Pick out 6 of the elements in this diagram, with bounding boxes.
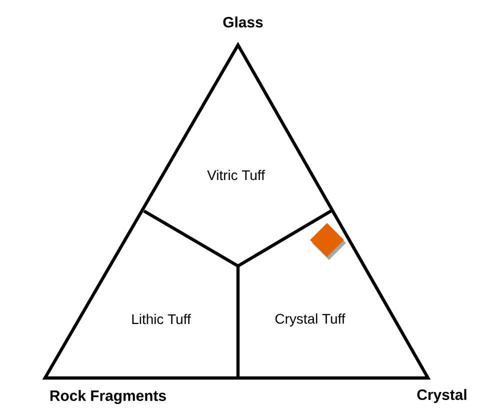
vertex-label: Crystal	[417, 389, 466, 403]
vertex-label: Glass	[223, 16, 263, 28]
region-label: Vitric Tuff	[207, 170, 265, 180]
region-label: Crystal Tuff	[275, 314, 346, 326]
region-label: Lithic Tuff	[132, 314, 191, 324]
vertex-label: Rock Fragments	[50, 390, 166, 404]
